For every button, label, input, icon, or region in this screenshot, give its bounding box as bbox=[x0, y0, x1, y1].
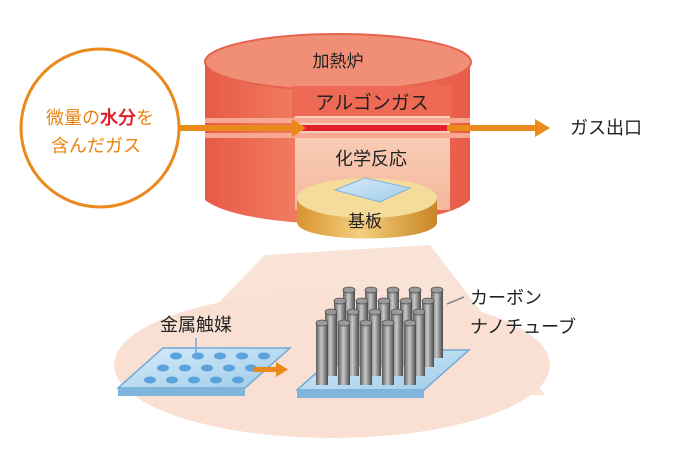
carbon-nanotube bbox=[381, 319, 395, 385]
input-gas-line1-post: を bbox=[136, 108, 154, 129]
input-gas-line2: 含んだガス bbox=[51, 136, 141, 157]
input-gas-emphasis: 水分 bbox=[100, 107, 136, 129]
input-gas-line1-pre: 微量の bbox=[46, 108, 100, 129]
carbon-nanotubes bbox=[315, 286, 444, 385]
furnace-top bbox=[205, 34, 471, 90]
carbon-nanotube bbox=[315, 319, 329, 385]
catalyst-particle bbox=[214, 352, 226, 360]
catalyst-particle bbox=[258, 352, 270, 360]
cnt-plate-edge bbox=[297, 390, 424, 398]
catalyst-plate-edge bbox=[118, 388, 245, 396]
outlet-arrow-head bbox=[535, 119, 550, 137]
carbon-nanotube bbox=[359, 319, 373, 385]
catalyst-particle bbox=[201, 364, 213, 372]
substrate-wafer bbox=[333, 177, 412, 203]
outlet-label: ガス出口 bbox=[570, 118, 642, 139]
cnt-label-line2: ナノチューブ bbox=[470, 316, 576, 338]
catalyst-particle bbox=[236, 352, 248, 360]
carbon-nanotube bbox=[403, 319, 417, 385]
furnace-label: 加熱炉 bbox=[313, 52, 364, 72]
process-arrow-head bbox=[276, 362, 288, 377]
input-gas-circle bbox=[19, 47, 181, 209]
cnt-pointer bbox=[446, 296, 465, 305]
catalyst-dots bbox=[144, 352, 270, 384]
catalyst-particle bbox=[179, 364, 191, 372]
process-arrow-shaft bbox=[253, 367, 277, 372]
gas-flow-line-top bbox=[205, 118, 470, 123]
catalyst-particle bbox=[170, 352, 182, 360]
catalyst-particle bbox=[210, 376, 222, 384]
catalyst-particle bbox=[232, 376, 244, 384]
input-gas-line1: 微量の水分を bbox=[46, 107, 154, 129]
input-arrow-head bbox=[292, 119, 306, 137]
catalyst-particle bbox=[188, 376, 200, 384]
argon-gas-band bbox=[292, 86, 452, 116]
outlet-arrow-shaft bbox=[447, 125, 535, 131]
input-arrow-shaft bbox=[180, 125, 292, 131]
cnt-label-line1: カーボン bbox=[470, 288, 542, 309]
catalyst-label: 金属触媒 bbox=[160, 315, 232, 336]
catalyst-particle bbox=[157, 364, 169, 372]
gas-flow-line-bottom bbox=[205, 133, 470, 138]
substrate-label: 基板 bbox=[348, 212, 382, 232]
catalyst-particle bbox=[144, 376, 156, 384]
catalyst-particle bbox=[166, 376, 178, 384]
argon-gas-label: アルゴンガス bbox=[315, 92, 428, 114]
carbon-nanotube bbox=[337, 319, 351, 385]
catalyst-particle bbox=[192, 352, 204, 360]
catalyst-particle bbox=[223, 364, 235, 372]
gas-flow-line-center bbox=[205, 125, 470, 131]
reaction-label: 化学反応 bbox=[335, 149, 407, 170]
